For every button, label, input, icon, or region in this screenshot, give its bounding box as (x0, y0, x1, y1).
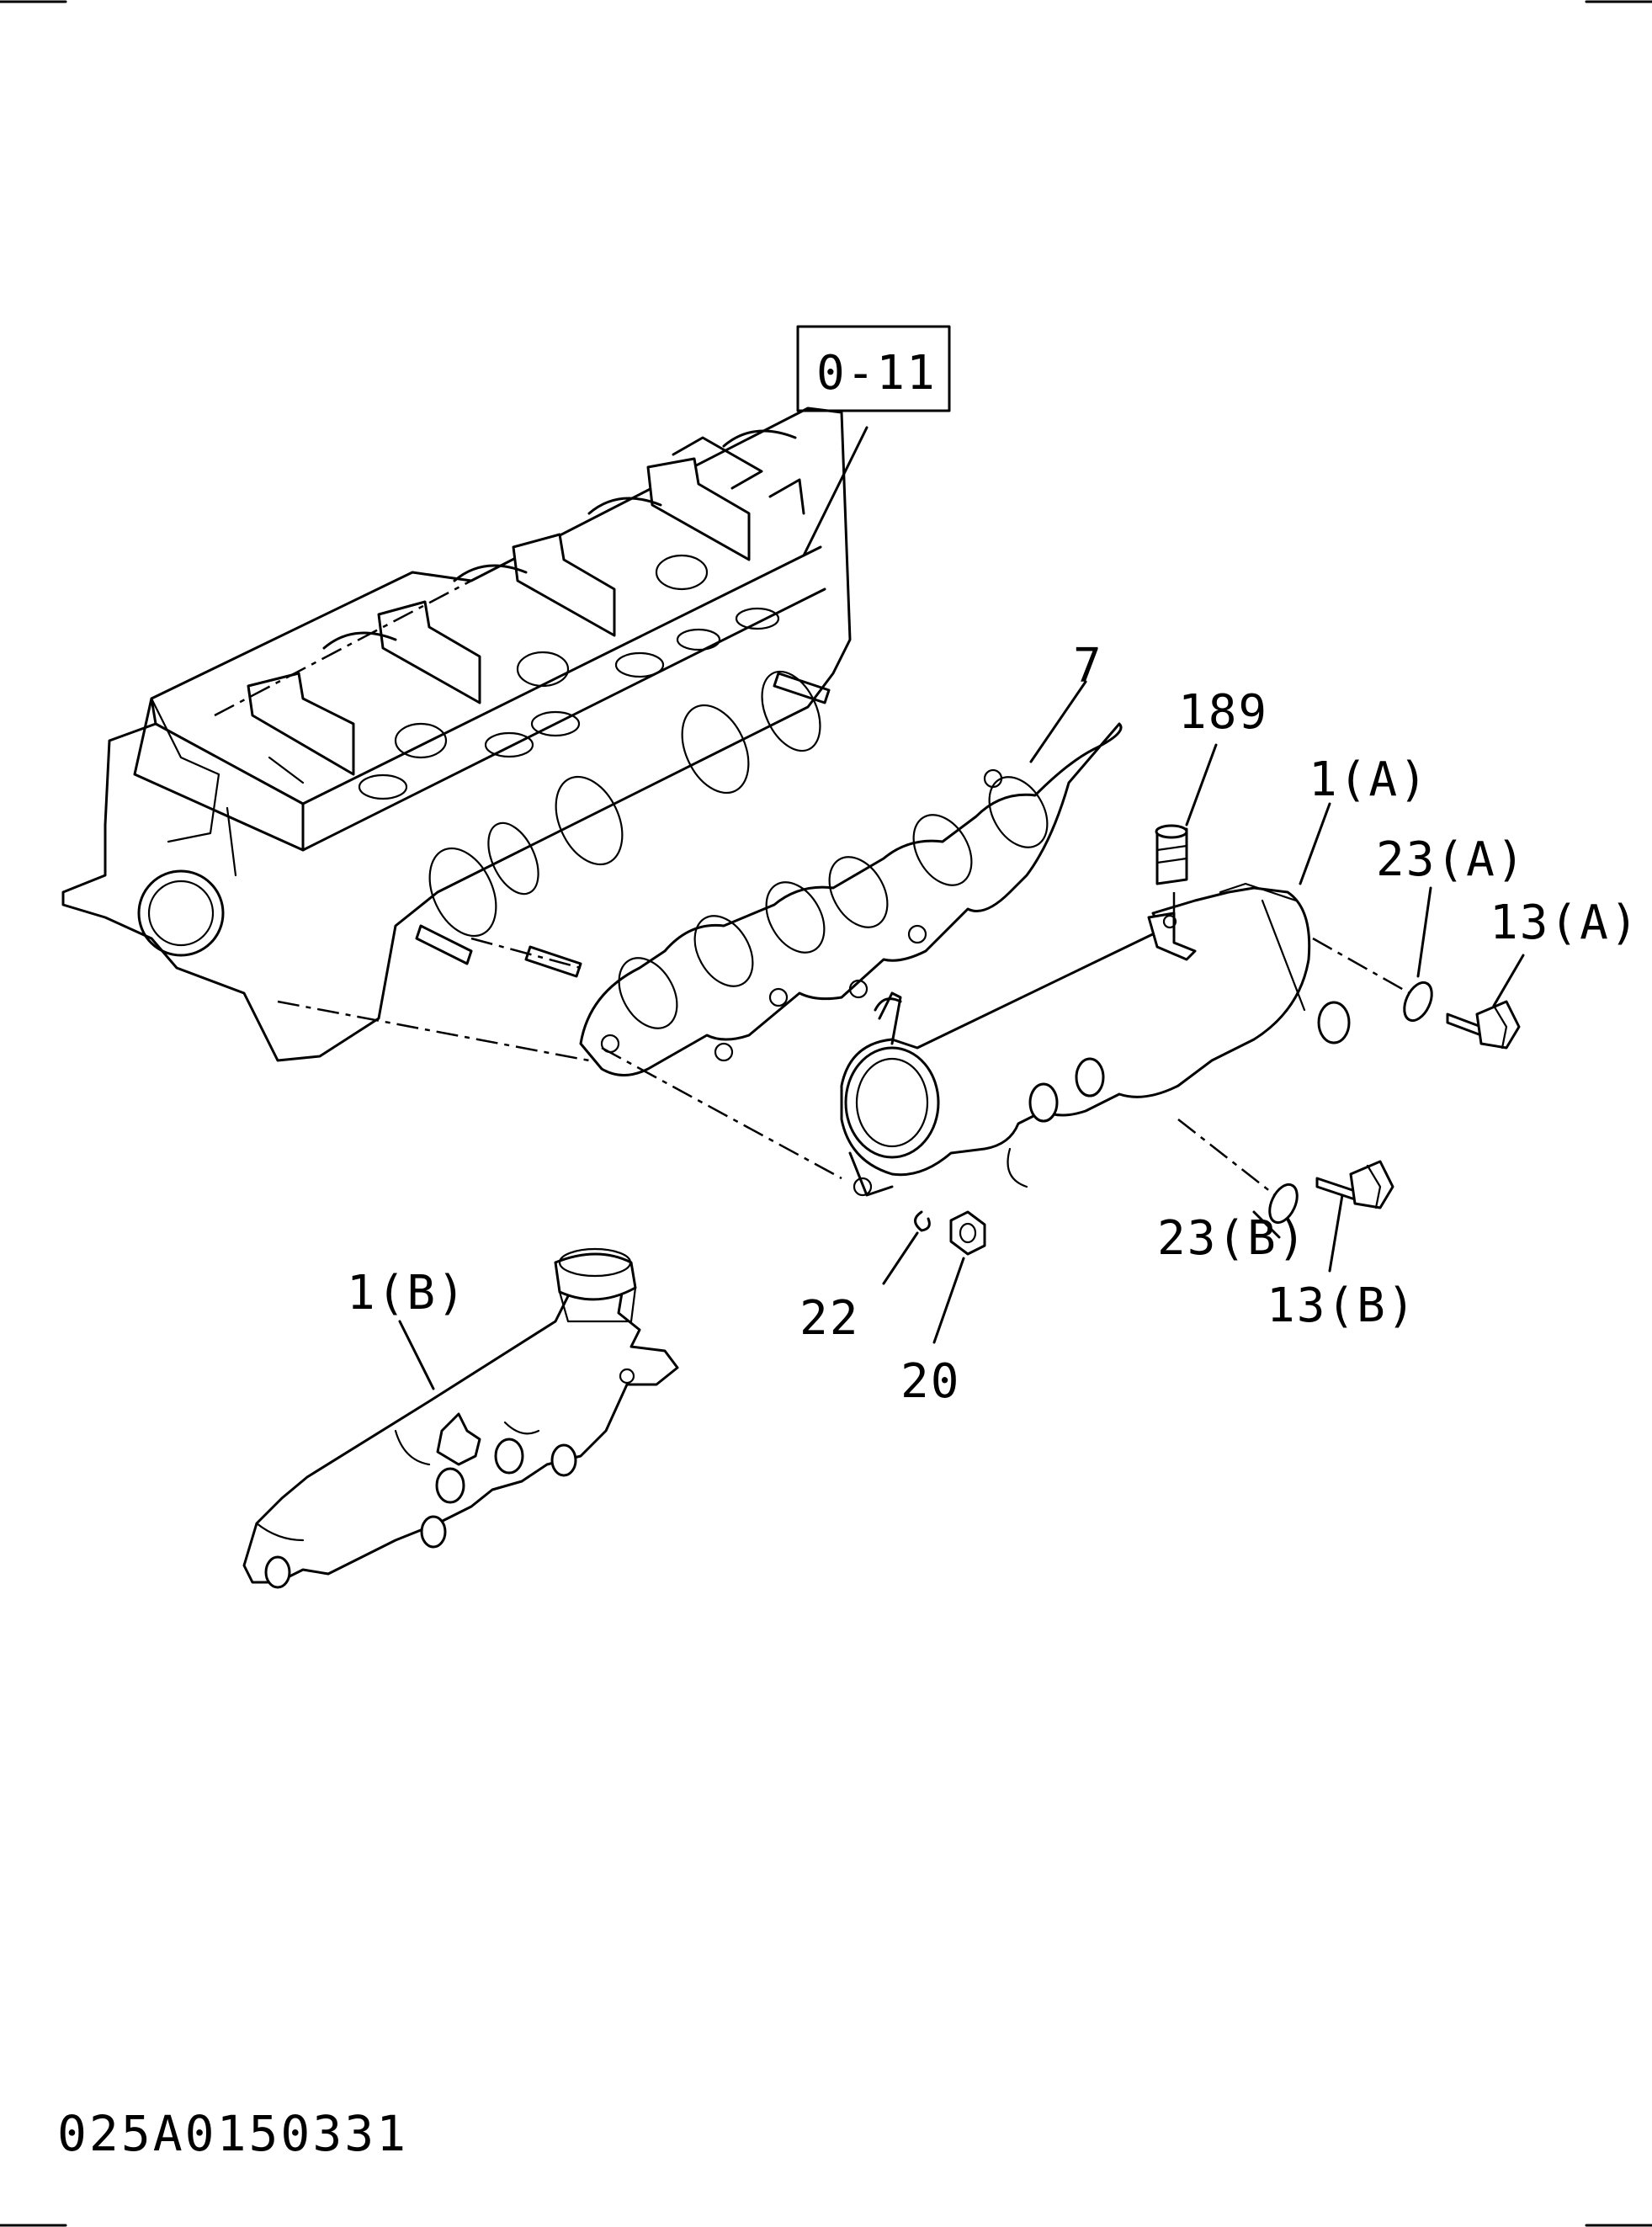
bolt-b-leader (1328, 1193, 1344, 1273)
gasket-leader (1029, 680, 1087, 763)
bolt-a-drawing (1446, 1000, 1521, 1050)
bolt-a-leader (1492, 954, 1525, 1007)
callout-nut-20[interactable]: 20 (900, 1354, 960, 1409)
manifold-a-leader (1299, 802, 1331, 885)
callout-washer-b[interactable]: 23(B) (1157, 1211, 1308, 1266)
exhaust-gasket-drawing (579, 722, 1123, 1076)
bolt-b-drawing (1315, 1160, 1394, 1209)
callout-washer-22[interactable]: 22 (799, 1291, 859, 1346)
washer-22-drawing (914, 1210, 931, 1232)
callout-stud-bolt[interactable]: 189 (1178, 685, 1268, 740)
nut-20-leader (932, 1257, 965, 1344)
reference-box-label: 0-11 (816, 346, 937, 401)
washer-a-drawing (1403, 981, 1433, 1023)
exhaust-manifold-b-drawing (242, 1247, 679, 1589)
washer-22-leader (882, 1231, 919, 1285)
bolt-a-centerline (1312, 937, 1410, 995)
callout-gasket[interactable]: 7 (1073, 639, 1103, 694)
washer-b-leader (1252, 1210, 1281, 1239)
washer-a-leader (1416, 886, 1432, 978)
gasket-centerline (601, 1046, 842, 1180)
stud-bolt-drawing (1155, 824, 1188, 885)
manifold-b-leader (398, 1320, 435, 1390)
reference-box[interactable]: 0-11 (796, 325, 951, 412)
nut-20-drawing (949, 1210, 986, 1256)
stud-bolt-leader (1185, 743, 1218, 826)
exhaust-manifold-a-drawing (840, 882, 1351, 1197)
callout-washer-a[interactable]: 23(A) (1376, 832, 1527, 887)
callout-bolt-a[interactable]: 13(A) (1490, 896, 1640, 950)
ref-leader (802, 426, 868, 557)
callout-manifold-a[interactable]: 1(A) (1309, 752, 1429, 807)
washer-b-drawing (1268, 1183, 1299, 1225)
callout-bolt-b[interactable]: 13(B) (1267, 1278, 1417, 1333)
callout-manifold-b[interactable]: 1(B) (347, 1266, 467, 1321)
cylinder-head-drawing (61, 407, 852, 1062)
drawing-code: 025A0150331 (57, 2105, 408, 2162)
bolt-b-centerline (1177, 1119, 1276, 1196)
